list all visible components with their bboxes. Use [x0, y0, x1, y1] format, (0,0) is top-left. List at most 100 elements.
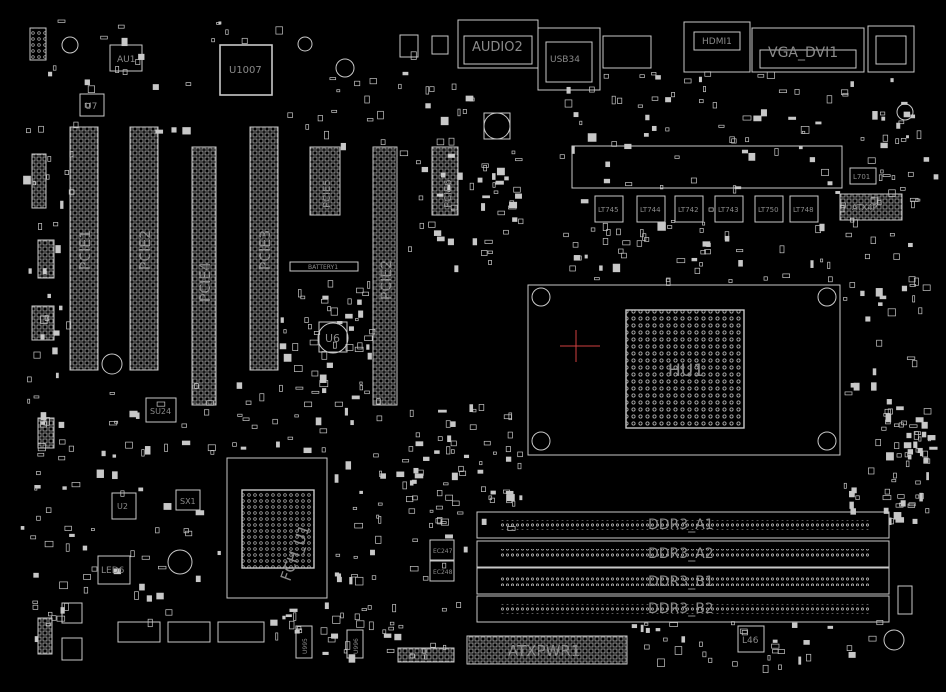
passive-component	[684, 78, 692, 84]
crystal-pch	[167, 549, 193, 575]
passive-component	[923, 408, 932, 415]
passive-component	[849, 490, 855, 498]
passive-component	[398, 624, 404, 629]
passive-component	[54, 330, 60, 336]
passive-component	[519, 495, 523, 501]
passive-component	[364, 390, 370, 395]
passive-component	[330, 307, 338, 316]
passive-component	[362, 291, 369, 296]
passive-component	[345, 344, 354, 351]
label-pcie4: PCIE4	[198, 262, 214, 302]
header-top-left	[29, 27, 47, 61]
passive-component	[333, 341, 337, 349]
ic-u1007	[219, 44, 273, 96]
passive-component	[580, 199, 589, 204]
passive-component	[305, 124, 310, 130]
passive-component	[354, 522, 363, 529]
header-bottom-4	[397, 647, 455, 663]
socket-mount-hole-4	[817, 431, 837, 451]
passive-component	[741, 149, 749, 154]
passive-component	[855, 495, 860, 500]
passive-component	[436, 490, 443, 497]
passive-component	[275, 26, 283, 35]
passive-component	[52, 65, 57, 71]
passive-component	[96, 469, 104, 478]
passive-component	[518, 218, 524, 225]
passive-component	[616, 228, 621, 236]
label-ddr3-a2: DDR3_A2	[648, 546, 714, 562]
vrm-chokes-row	[571, 145, 843, 189]
passive-component	[827, 261, 831, 269]
passive-component	[844, 391, 853, 396]
passive-component	[225, 29, 229, 35]
passive-component	[91, 528, 95, 531]
mosfet-lt744	[636, 195, 666, 223]
passive-component	[354, 80, 361, 87]
slot-pcie-long	[372, 146, 398, 406]
passive-component	[868, 467, 875, 475]
passive-component	[368, 621, 374, 631]
passive-component	[242, 417, 250, 421]
passive-component	[880, 169, 884, 174]
passive-component	[706, 242, 711, 247]
passive-component	[922, 284, 931, 291]
passive-component	[724, 235, 730, 242]
passive-component	[112, 471, 118, 480]
passive-component	[84, 79, 90, 86]
passive-component	[708, 207, 714, 212]
label-atxpwr1: ATXPWR1	[508, 642, 580, 660]
passive-component	[885, 413, 892, 423]
passive-component	[827, 625, 834, 629]
passive-component	[441, 518, 449, 526]
passive-component	[788, 116, 797, 120]
passive-component	[599, 265, 603, 271]
passive-component	[921, 421, 928, 429]
capacitor-ec248	[429, 560, 455, 582]
connector-ps2-inner	[875, 35, 907, 65]
passive-component	[891, 175, 896, 180]
label-pcie5: PCIE5	[322, 179, 333, 208]
connector-usb-a	[602, 35, 652, 69]
connector-lan-usb	[537, 27, 601, 91]
passive-component	[860, 137, 865, 141]
passive-component	[894, 423, 900, 427]
passive-component	[135, 59, 141, 65]
passive-component	[895, 503, 904, 508]
passive-component	[821, 168, 829, 176]
label-vga-dvi: VGA_DVI1	[768, 45, 838, 61]
passive-component	[276, 441, 280, 448]
label-u2: U2	[117, 502, 128, 511]
dimm-slot-a1-pins	[500, 520, 870, 530]
passive-component	[490, 490, 496, 495]
connector-audio2-inner	[463, 35, 533, 65]
header-left-1	[31, 153, 47, 209]
passive-component	[345, 313, 353, 319]
passive-component	[30, 535, 37, 540]
passive-component	[322, 388, 327, 394]
passive-component	[415, 441, 424, 447]
passive-component	[782, 273, 790, 278]
passive-component	[138, 487, 144, 492]
passive-component	[321, 298, 329, 304]
passive-component	[791, 622, 798, 628]
passive-component	[926, 472, 929, 481]
passive-component	[772, 649, 779, 654]
passive-component	[357, 342, 363, 350]
passive-component	[69, 533, 75, 537]
passive-component	[319, 380, 329, 388]
passive-component	[311, 390, 320, 394]
passive-component	[445, 534, 453, 539]
passive-component	[870, 236, 876, 244]
passive-component	[55, 245, 61, 254]
passive-component	[691, 257, 698, 262]
passive-component	[83, 586, 89, 594]
passive-component	[766, 71, 775, 79]
passive-component	[573, 255, 582, 261]
passive-component	[515, 193, 522, 199]
passive-component	[279, 384, 283, 392]
passive-component	[32, 600, 38, 604]
passive-component	[336, 576, 342, 583]
passive-component	[477, 469, 484, 474]
passive-component	[810, 260, 814, 268]
